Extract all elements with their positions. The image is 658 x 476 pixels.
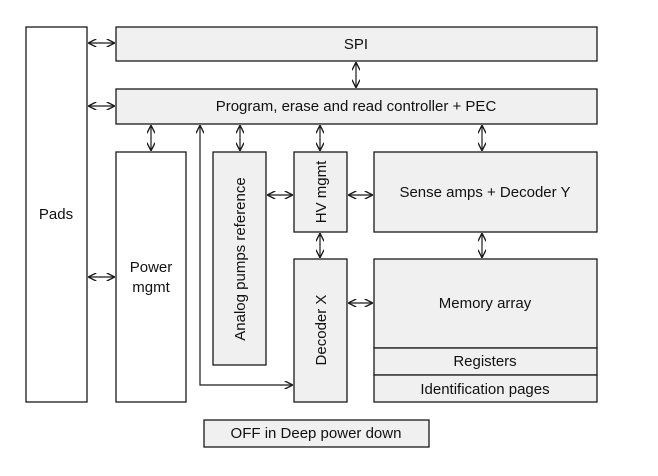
- power-mgmt-block: Power mgmt: [115, 151, 187, 403]
- pads-label: Pads: [39, 206, 73, 223]
- spi-block: SPI: [115, 26, 598, 62]
- deep-power-down-note: OFF in Deep power down: [203, 419, 430, 448]
- analog-pumps-block: Analog pumps reference: [212, 151, 267, 366]
- hv-mgmt-label: HV mgmt: [313, 160, 330, 223]
- decoder-x-label: Decoder X: [313, 295, 330, 366]
- controller-block: Program, erase and read controller + PEC: [115, 88, 598, 125]
- deep-power-down-label: OFF in Deep power down: [231, 425, 402, 442]
- sense-amps-label: Sense amps + Decoder Y: [399, 184, 570, 201]
- power-label-line2: mgmt: [132, 279, 170, 296]
- hv-mgmt-block: HV mgmt: [293, 151, 348, 233]
- sense-amps-block: Sense amps + Decoder Y: [373, 151, 598, 233]
- power-label-line1: Power: [130, 259, 173, 276]
- controller-decoder-x-path: [200, 126, 292, 385]
- registers-label: Registers: [453, 353, 516, 370]
- registers-block: Registers: [373, 347, 598, 376]
- analog-pumps-label: Analog pumps reference: [232, 177, 249, 340]
- decoder-x-block: Decoder X: [293, 258, 348, 403]
- identification-pages-block: Identification pages: [373, 374, 598, 403]
- controller-label: Program, erase and read controller + PEC: [216, 98, 497, 115]
- memory-array-block: Memory array: [373, 258, 598, 349]
- pads-block: Pads: [25, 26, 88, 403]
- spi-label: SPI: [344, 36, 368, 53]
- memory-array-label: Memory array: [439, 295, 532, 312]
- identification-pages-label: Identification pages: [420, 381, 549, 398]
